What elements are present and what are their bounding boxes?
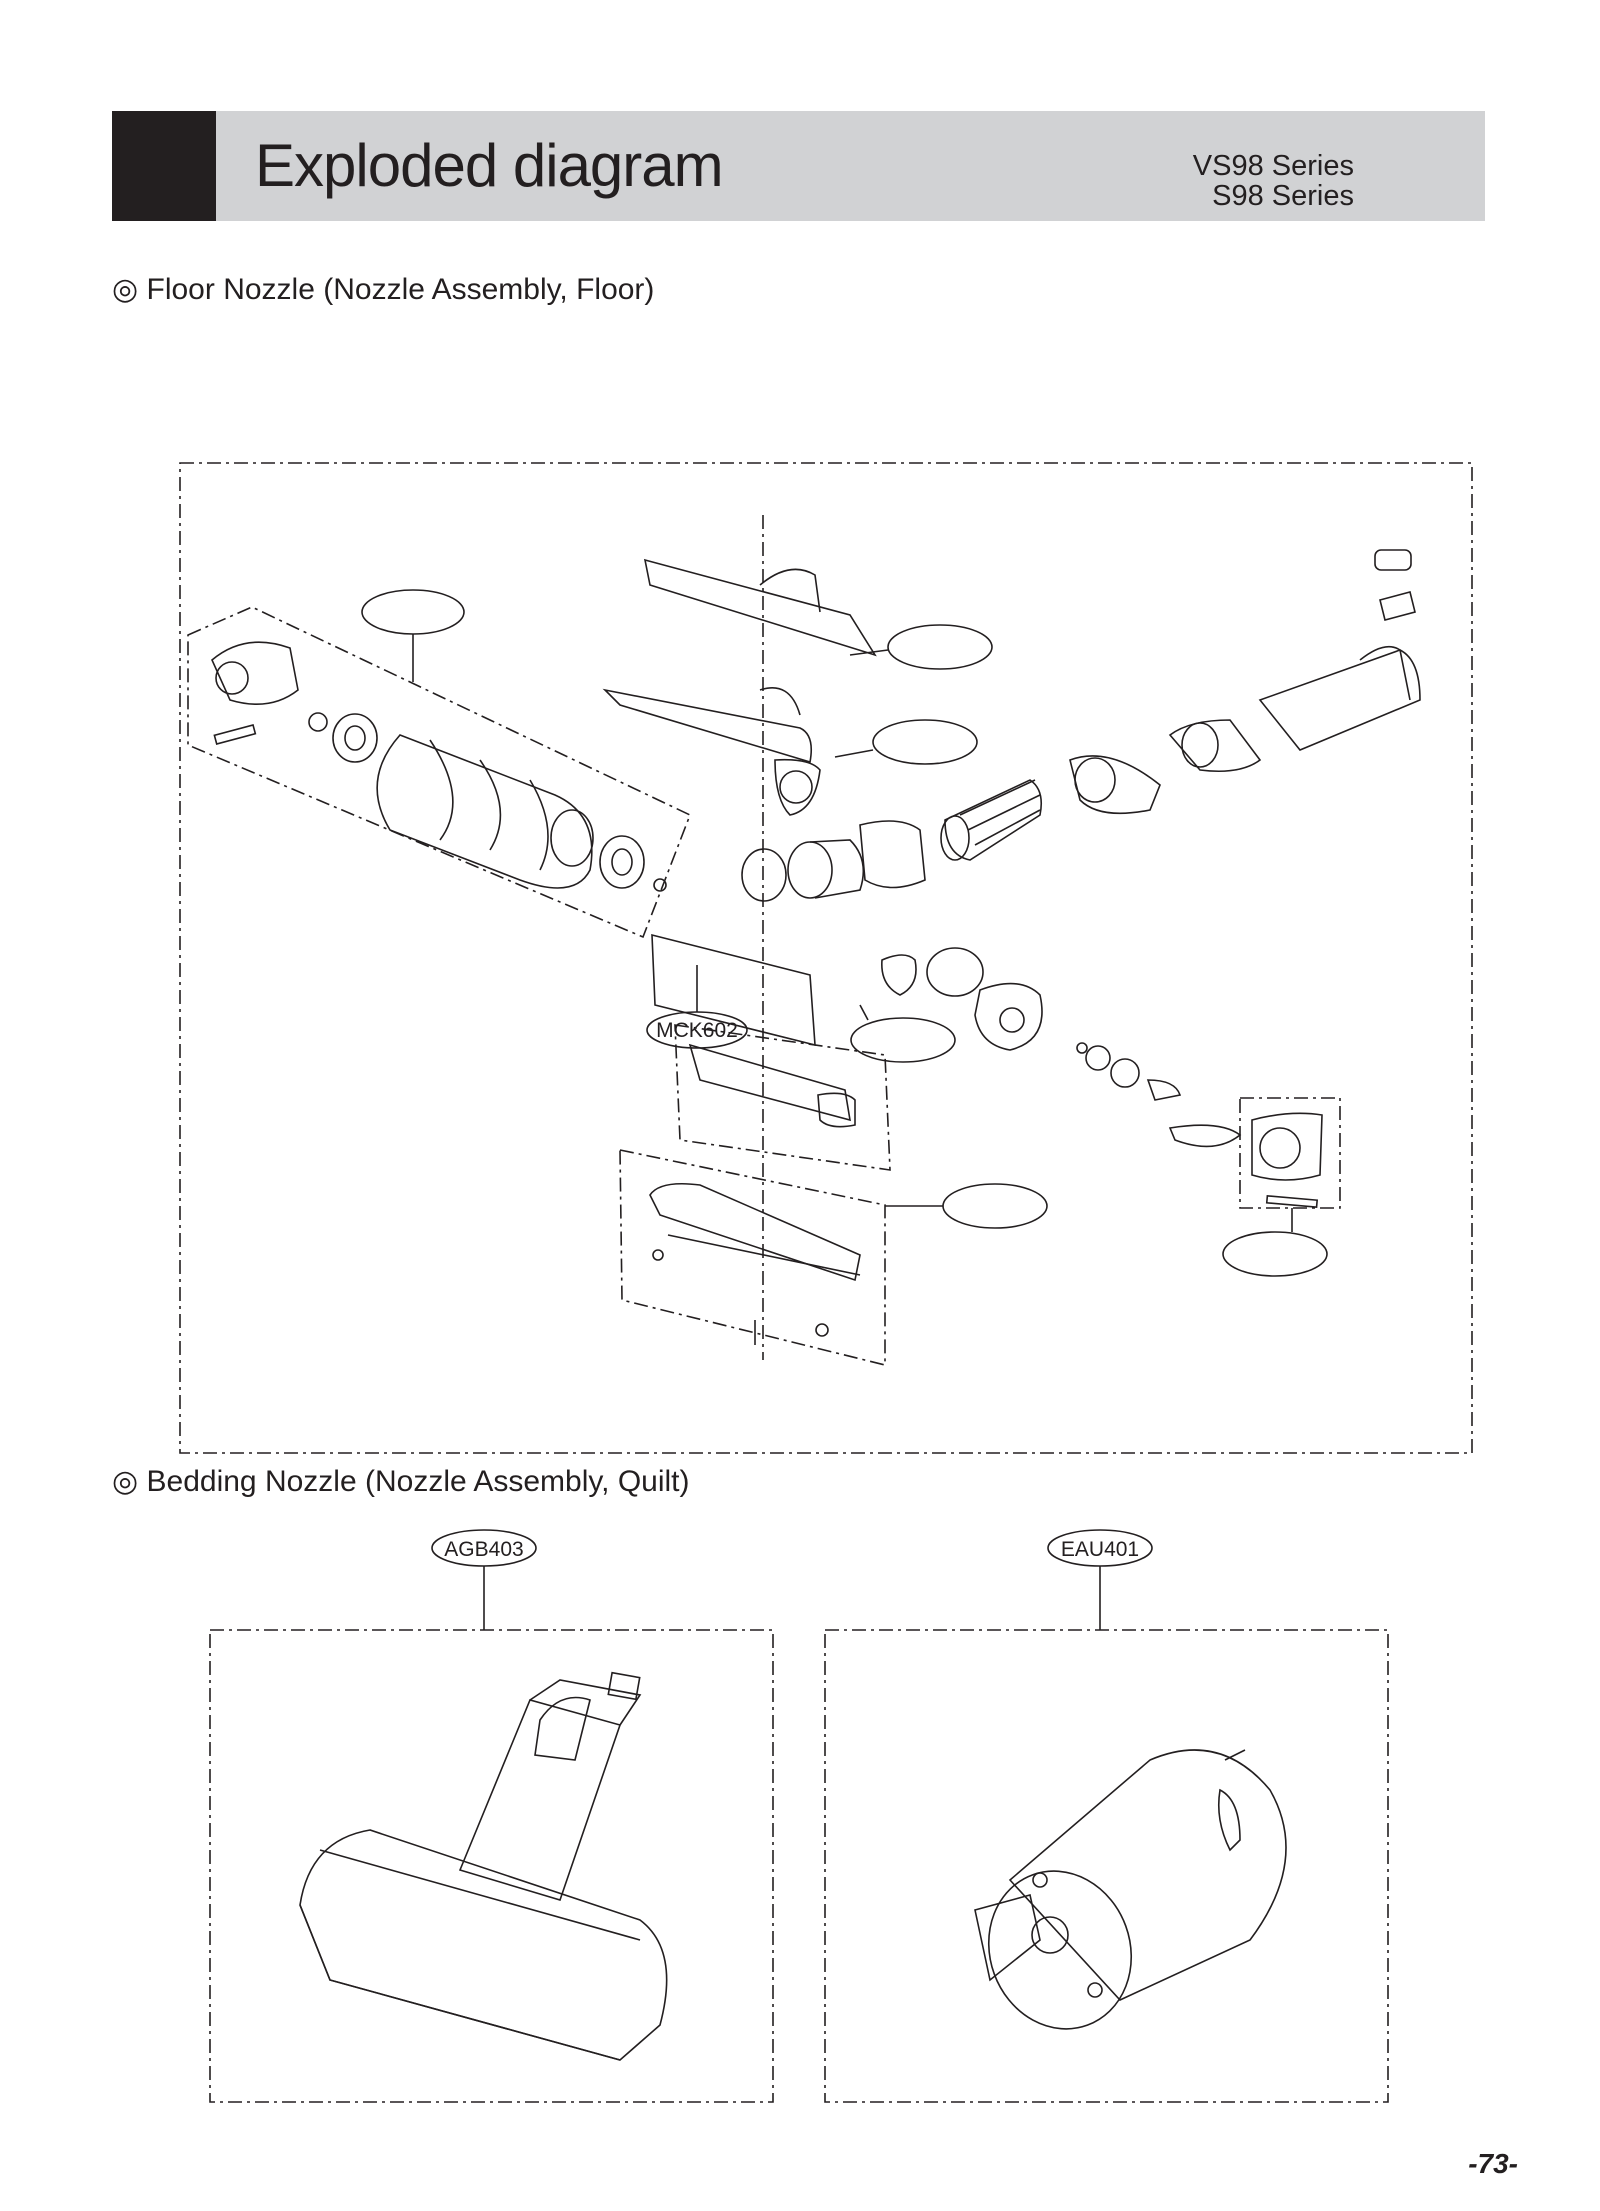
hose-and-neck-parts <box>741 549 1421 902</box>
callout-label-eau401: EAU401 <box>1061 1538 1139 1561</box>
callout-bubble-5 <box>942 1183 1048 1229</box>
series-label-vs98: VS98 Series <box>1192 150 1354 182</box>
callout-label-mck602: MCK602 <box>656 1019 738 1042</box>
header-block <box>112 111 216 221</box>
callout-bubble-2 <box>887 624 993 670</box>
floor-nozzle-frame <box>179 462 1473 1454</box>
side-cover-group <box>1239 1097 1341 1209</box>
callout-bubble-4 <box>850 1017 956 1063</box>
callout-bubble-3 <box>872 719 978 765</box>
bedding-right-frame <box>824 1629 1389 2103</box>
section-heading-bedding-nozzle: ◎ Bedding Nozzle (Nozzle Assembly, Quilt… <box>112 1465 690 1498</box>
brush-roller-group <box>187 606 692 939</box>
motor-illustration <box>974 1749 1287 2030</box>
page-number: -73- <box>1468 2148 1518 2179</box>
series-label-s98: S98 Series <box>1212 180 1354 212</box>
top-cover-parts <box>602 558 877 816</box>
callout-bubble-1 <box>361 589 465 635</box>
bedding-nozzle-illustration <box>299 1671 668 2061</box>
floor-callouts <box>361 589 1328 1277</box>
page-title: Exploded diagram <box>255 132 724 199</box>
drive-unit-parts <box>881 947 1242 1148</box>
section-heading-floor-nozzle: ◎ Floor Nozzle (Nozzle Assembly, Floor) <box>112 273 655 306</box>
bedding-left-frame <box>209 1629 774 2103</box>
callout-bubble-6 <box>1222 1231 1328 1277</box>
bottom-plate-group <box>619 933 891 1367</box>
callout-label-agb403: AGB403 <box>444 1538 523 1561</box>
header-bar <box>112 111 1485 221</box>
